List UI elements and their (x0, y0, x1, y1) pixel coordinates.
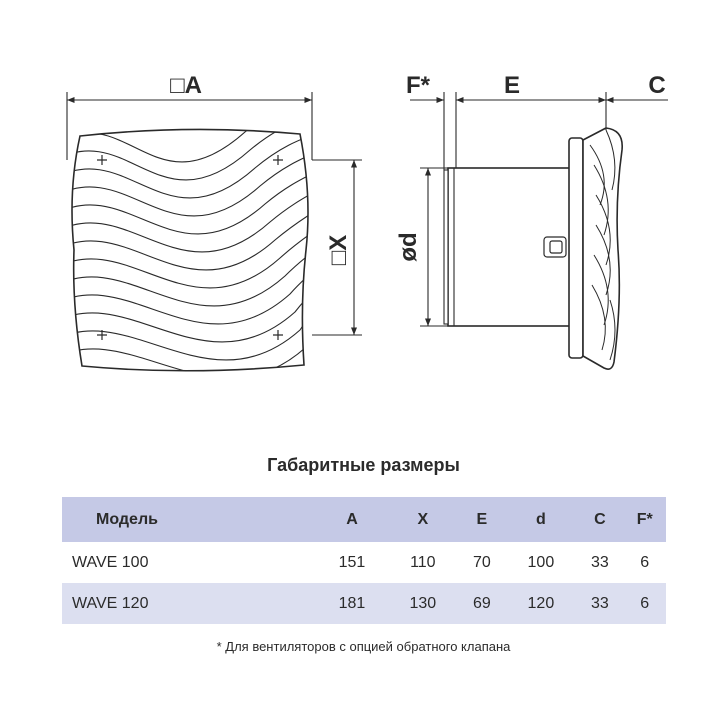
dimension-d (420, 167, 448, 327)
cell-d: 120 (505, 583, 577, 624)
table-header-row: Модель A X E d C F* (62, 497, 666, 542)
dimension-d-label: ød (395, 232, 422, 261)
dimension-fec (410, 92, 668, 170)
side-view: F* E C ød (395, 72, 668, 370)
cell-a: 181 (316, 583, 388, 624)
header-a: A (316, 497, 388, 542)
front-panel-outline (71, 128, 309, 372)
dimension-a-label: □A (170, 72, 202, 99)
dimension-c-label: C (648, 72, 665, 99)
cell-f: 6 (623, 583, 666, 624)
header-c: C (576, 497, 624, 542)
dimension-x (312, 159, 362, 336)
header-d: d (505, 497, 577, 542)
cell-c: 33 (591, 553, 609, 571)
cell-model: WAVE 120 (62, 583, 317, 624)
header-e: E (458, 497, 506, 542)
cell-x: 130 (387, 583, 459, 624)
cell-model: WAVE 100 (72, 553, 149, 571)
dimension-e-label: E (504, 72, 520, 99)
side-front-cover (582, 127, 623, 370)
side-check-valve (443, 169, 449, 325)
cell-e: 69 (458, 583, 506, 624)
table-row: WAVE 120 181 130 69 120 33 6 (62, 583, 666, 624)
table-title: Габаритные размеры (267, 455, 460, 475)
cell-x: 110 (410, 553, 436, 571)
technical-drawing: □A □X (66, 72, 668, 372)
cell-e: 70 (472, 553, 491, 571)
side-mounting-plate (568, 137, 584, 359)
side-fixing-clip (543, 236, 567, 258)
cell-c: 33 (576, 583, 624, 624)
table-row: WAVE 100 151 110 70 100 33 6 (62, 542, 666, 583)
front-view: □A □X (66, 72, 362, 372)
dimension-a (66, 92, 313, 160)
front-screw-marks (97, 155, 283, 340)
dimensions-table: Модель A X E d C F* WAVE 100 151 110 70 … (62, 497, 666, 624)
footnote: * Для вентиляторов с опцией обратного кл… (216, 639, 511, 654)
header-model: Модель (62, 497, 317, 542)
cell-a: 151 (338, 553, 366, 571)
dimension-f-label: F* (406, 72, 431, 99)
header-x: X (387, 497, 459, 542)
dimension-x-label: □X (325, 235, 352, 266)
header-f: F* (623, 497, 666, 542)
cell-f: 6 (640, 553, 650, 571)
cell-d: 100 (527, 553, 555, 571)
